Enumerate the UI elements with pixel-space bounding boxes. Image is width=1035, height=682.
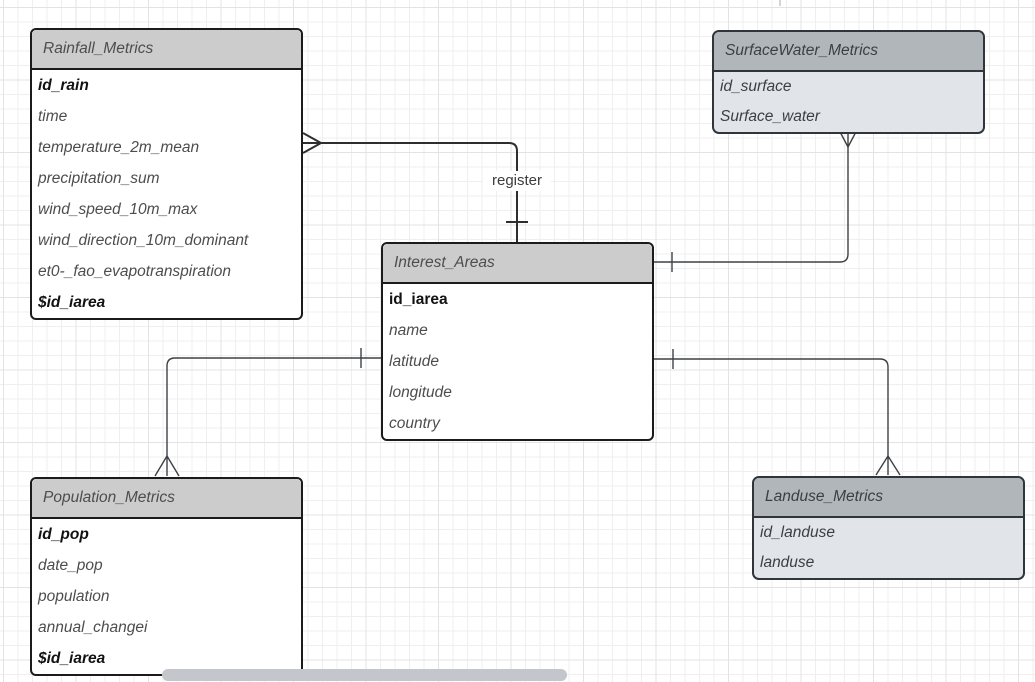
offscreen-edge-artifact [779,0,781,6]
field-row[interactable]: id_landuse [760,524,835,541]
edge-line[interactable] [303,142,518,242]
entity-rainfall-metrics[interactable]: Rainfall_Metrics id_rain time temperatur… [30,28,303,320]
entity-interest-areas[interactable]: Interest_Areas id_iarea name latitude lo… [381,242,654,441]
field-row[interactable]: id_iarea [389,291,448,308]
entity-surfacewater-metrics[interactable]: SurfaceWater_Metrics id_surface Surface_… [712,30,985,134]
field-row[interactable]: id_pop [38,526,89,543]
edge-interest-surfacewater[interactable] [654,127,859,272]
horizontal-scrollbar-thumb[interactable] [162,669,567,681]
crowsfoot-many-icon[interactable] [875,455,901,476]
field-row[interactable]: annual_changei [38,619,148,636]
field-row[interactable]: $id_iarea [38,294,106,311]
entity-population-metrics[interactable]: Population_Metrics id_pop date_pop popul… [30,477,303,676]
field-row[interactable]: temperature_2m_mean [38,139,200,156]
field-row[interactable]: et0-_fao_evapotranspiration [38,263,232,280]
edge-interest-population[interactable] [154,348,381,477]
crowsfoot-many-icon[interactable] [154,455,180,477]
entity-title[interactable]: Interest_Areas [383,244,652,284]
field-row[interactable]: name [389,322,428,339]
field-row[interactable]: latitude [389,353,439,370]
field-row[interactable]: Surface_water [720,108,820,125]
entity-title[interactable]: SurfaceWater_Metrics [714,32,983,72]
edge-line[interactable] [166,357,381,456]
field-row[interactable]: precipitation_sum [38,170,160,187]
entity-title[interactable]: Rainfall_Metrics [32,30,301,70]
field-row[interactable]: id_rain [38,77,89,94]
field-row[interactable]: date_pop [38,557,103,574]
field-row[interactable]: wind_speed_10m_max [38,201,198,218]
field-row[interactable]: wind_direction_10m_dominant [38,232,249,249]
edge-line[interactable] [654,358,889,456]
edge-interest-landuse[interactable] [654,349,901,476]
field-row[interactable]: longitude [389,384,452,401]
field-row[interactable]: $id_iarea [38,650,106,667]
field-row[interactable]: time [38,108,68,125]
edge-line[interactable] [654,147,849,263]
entity-title[interactable]: Landuse_Metrics [754,478,1023,518]
entity-landuse-metrics[interactable]: Landuse_Metrics id_landuse landuse [752,476,1025,580]
crowsfoot-many-icon[interactable] [302,132,322,154]
entity-title[interactable]: Population_Metrics [32,479,301,519]
edge-label-register[interactable]: register [483,171,551,191]
field-row[interactable]: landuse [760,554,815,571]
field-row[interactable]: population [38,588,110,605]
field-row[interactable]: id_surface [720,78,792,95]
field-row[interactable]: country [389,415,440,432]
